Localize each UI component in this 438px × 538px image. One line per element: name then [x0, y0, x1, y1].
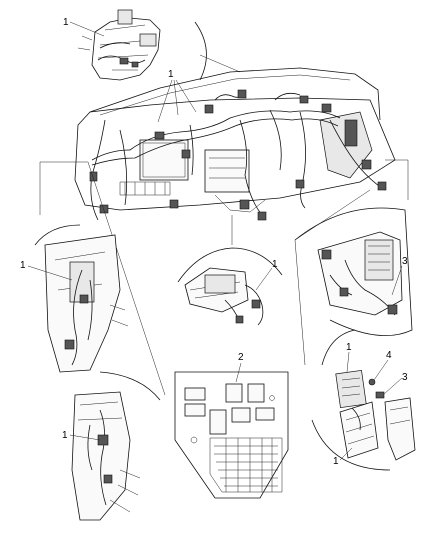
detail-right-modules: 1 4 3 1 [311, 329, 416, 471]
callout-1-center: 1 [272, 259, 278, 270]
callout-2-fuse-panel: 2 [238, 352, 244, 363]
detail-right-junction-block: 3 [294, 207, 413, 336]
callout-1-right-lower: 1 [333, 456, 339, 467]
detail-steering-column: 1 [63, 9, 241, 81]
callout-3-right-upper: 3 [402, 256, 408, 267]
callout-1-right: 1 [346, 342, 352, 353]
callout-4-right: 4 [386, 350, 392, 361]
fuse-grid [209, 437, 283, 493]
detail-center-console: 1 [177, 247, 283, 326]
relay-a [184, 387, 206, 401]
callout-1-dash: 1 [168, 69, 174, 80]
detail-left-kick-panel: 1 [20, 224, 129, 373]
relay-c [247, 383, 265, 403]
fuse-panel: 2 [174, 352, 289, 499]
callout-1-top: 1 [63, 17, 69, 28]
relay-b [225, 383, 243, 403]
detail-bottom-left-pillar: 1 [62, 371, 161, 521]
detail-separator-lines [39, 159, 409, 396]
callout-1-left: 1 [20, 260, 26, 271]
callout-1-bottom-left: 1 [62, 430, 68, 441]
relay-d [184, 403, 206, 417]
callout-3-right-lower: 3 [402, 372, 408, 383]
instrument-panel-main: 1 [74, 67, 396, 221]
